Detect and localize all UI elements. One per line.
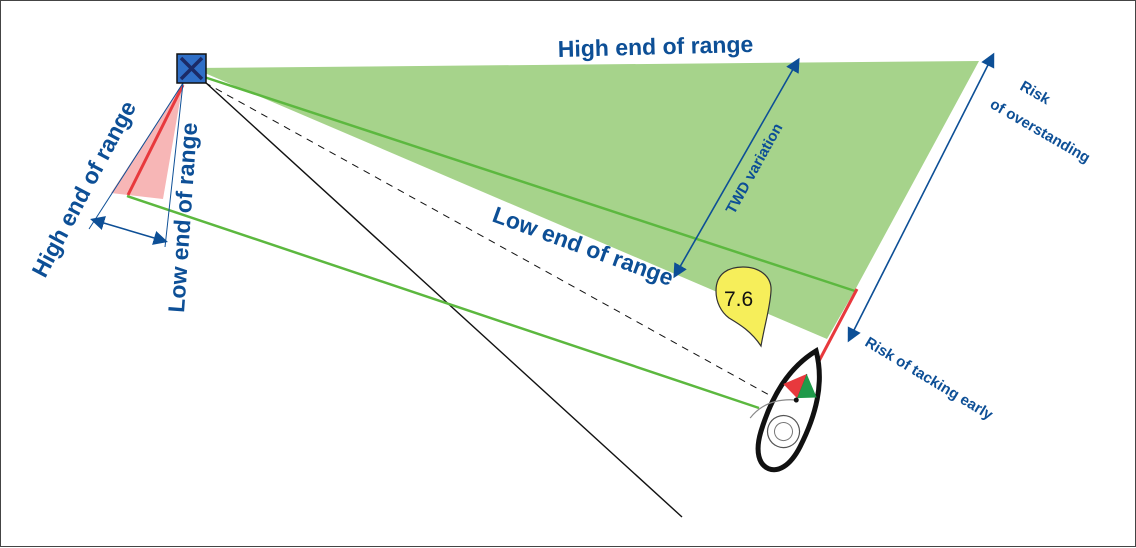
port-layline-range-area xyxy=(111,83,183,199)
direct-course-line xyxy=(192,75,772,397)
sailboat-icon xyxy=(749,346,822,473)
twd-variation-arrow xyxy=(673,57,800,279)
left-range-guide xyxy=(88,82,184,230)
windward-mark-icon xyxy=(176,53,207,84)
risk-of-tacking-early-label: Risk of tacking early xyxy=(862,334,996,424)
high-end-of-range-top-label: High end of range xyxy=(557,31,753,62)
port-layline-red xyxy=(126,84,185,196)
left-range-arrow xyxy=(90,216,168,245)
starboard-layline-range-area xyxy=(193,61,979,339)
wind-value: 7.6 xyxy=(724,288,753,311)
risk-of-overstanding-label-line1: Risk xyxy=(1017,78,1054,109)
risk-of-overstanding-label-line2: of overstanding xyxy=(987,96,1093,167)
wind-indicator-icon: 7.6 xyxy=(715,266,772,348)
wind-axis-line xyxy=(192,70,683,518)
port-layline-boat xyxy=(126,194,760,410)
left-range-guide xyxy=(164,82,184,248)
range-span-arrow xyxy=(847,52,995,343)
